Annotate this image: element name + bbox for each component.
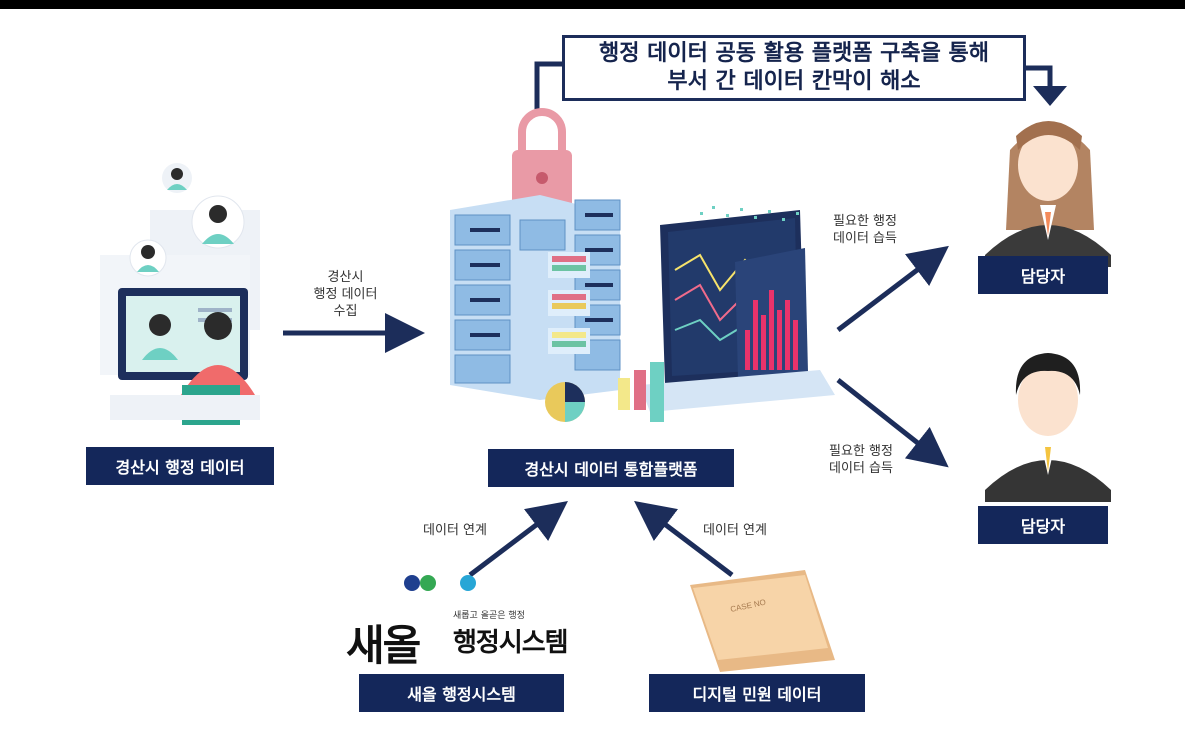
logo-dot-2 xyxy=(420,575,436,591)
caption-link-right: 데이터 연계 xyxy=(703,523,767,538)
label-manager-bottom: 담당자 xyxy=(978,506,1108,544)
caption-acquire-top-line-2: 데이터 습득 xyxy=(833,231,897,246)
logo-dot-3 xyxy=(460,575,476,591)
top-rule xyxy=(0,0,1185,9)
caption-acquire-bottom-line-1: 필요한 행정 xyxy=(829,444,893,459)
arrow-acquire-bottom xyxy=(836,378,949,468)
logo-subtitle: 행정시스템 xyxy=(453,628,569,658)
worker-illustration xyxy=(100,163,260,425)
manager-woman-illustration xyxy=(985,121,1111,267)
caption-acquire-bottom: 필요한 행정 데이터 습득 xyxy=(806,443,916,477)
callout-box: 행정 데이터 공동 활용 플랫폼 구축을 통해 부서 간 데이터 칸막이 해소 xyxy=(562,35,1026,101)
callout-connector xyxy=(534,61,1053,114)
caption-acquire-top-line-1: 필요한 행정 xyxy=(833,214,897,229)
arrow-link-left xyxy=(468,500,568,577)
caption-acquire-top: 필요한 행정 데이터 습득 xyxy=(810,213,920,247)
server-illustration xyxy=(450,108,621,400)
arrow-acquire-top xyxy=(836,245,949,332)
laptop-illustration xyxy=(545,206,835,422)
callout-line-2: 부서 간 데이터 칸막이 해소 xyxy=(667,69,921,94)
caption-collect: 경산시 행정 데이터 수집 xyxy=(288,269,403,320)
label-source-data: 경산시 행정 데이터 xyxy=(86,447,274,485)
logo-tagline: 새롭고 올곧은 행정 xyxy=(453,611,525,621)
file-drawers xyxy=(548,252,590,354)
caption-acquire-bottom-line-2: 데이터 습득 xyxy=(829,461,893,476)
label-manager-top: 담당자 xyxy=(978,256,1108,294)
caption-collect-line-2: 행정 데이터 xyxy=(313,287,378,302)
logo-dot-1 xyxy=(404,575,420,591)
caption-link-left: 데이터 연계 xyxy=(423,523,487,538)
caption-collect-line-3: 수집 xyxy=(333,304,358,319)
callout-line-1: 행정 데이터 공동 활용 플랫폼 구축을 통해 xyxy=(598,41,990,66)
label-digital-civil: 디지털 민원 데이터 xyxy=(649,674,865,712)
callout-arrowhead xyxy=(1033,86,1067,106)
label-saeol: 새올 행정시스템 xyxy=(359,674,564,712)
label-platform: 경산시 데이터 통합플랫폼 xyxy=(488,449,734,487)
arrow-link-right xyxy=(634,500,734,577)
document-stack-illustration: CASE NO xyxy=(690,570,835,672)
logo-title: 새올 xyxy=(346,621,421,670)
caption-collect-line-1: 경산시 xyxy=(327,270,364,285)
manager-man-illustration xyxy=(985,353,1111,502)
